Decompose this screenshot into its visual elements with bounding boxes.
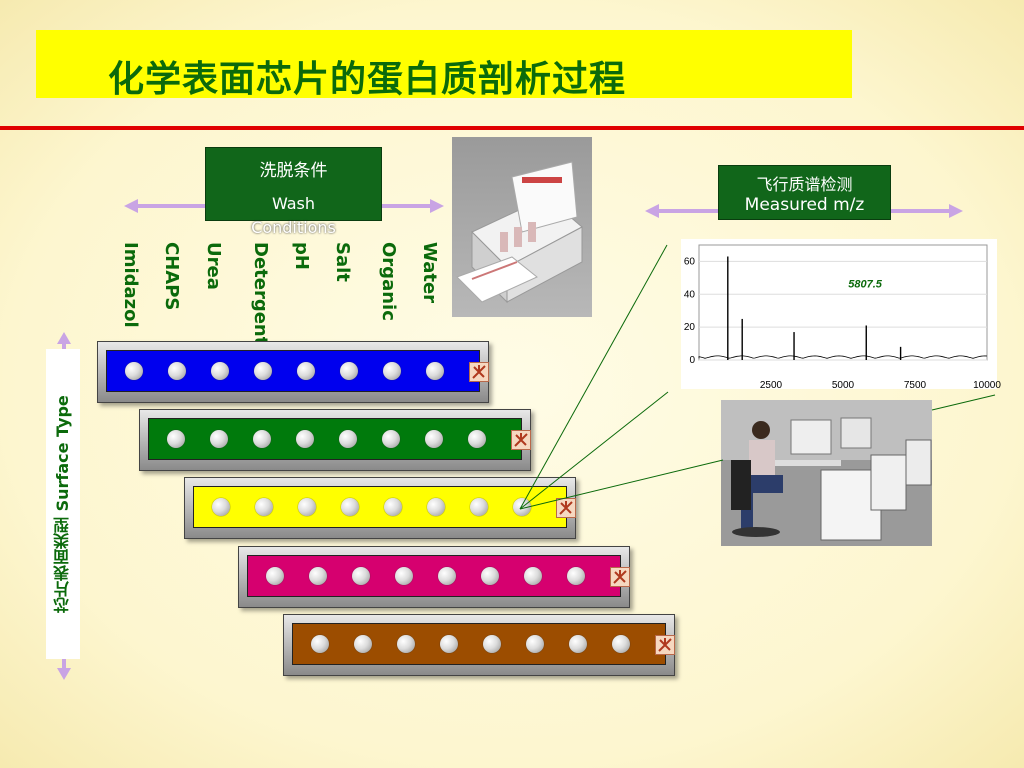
chip-id-icon <box>610 567 630 587</box>
spectrum-svg: 0 20 40 60 2500 5000 7500 10000 5807.5 <box>684 244 1001 391</box>
chip-spot <box>567 567 585 585</box>
y-tick-label: 0 <box>689 355 695 366</box>
chip-surface <box>148 418 531 460</box>
chip-spot <box>352 567 370 585</box>
chip-spot <box>296 430 314 448</box>
chip-id-icon <box>469 362 489 382</box>
chip-spot <box>168 362 186 380</box>
chip-spot <box>438 567 456 585</box>
chip-spot <box>569 635 587 653</box>
chip-spot <box>341 498 359 516</box>
measured-mz-box: 飞行质谱检测 Measured m/z <box>718 165 891 220</box>
chip-surface <box>247 555 630 597</box>
condition-label: Salt <box>332 242 353 282</box>
chip-spot <box>526 635 544 653</box>
protein-chip <box>184 477 576 539</box>
protein-chip <box>238 546 630 608</box>
chip-spot <box>255 498 273 516</box>
protein-chip <box>283 614 675 676</box>
chip-spot <box>524 567 542 585</box>
x-tick-label: 10000 <box>973 380 1001 391</box>
chip-spot <box>254 362 272 380</box>
wash-conditions-box: 洗脱条件 Wash Conditions <box>205 147 382 237</box>
chip-spot <box>266 567 284 585</box>
chip-spot <box>426 362 444 380</box>
chip-spot <box>125 362 143 380</box>
lab-photo <box>721 400 932 546</box>
chip-spot <box>253 430 271 448</box>
condition-label: Imidazol <box>120 242 141 328</box>
chip-spot <box>297 362 315 380</box>
chip-spot <box>210 430 228 448</box>
chip-spot <box>470 498 488 516</box>
condition-label: CHAPS <box>161 242 182 311</box>
protein-chip <box>139 409 531 471</box>
slide-title: 化学表面芯片的蛋白质剖析过程 <box>108 59 627 100</box>
mz-label-cn: 飞行质谱检测 <box>756 175 853 194</box>
title-divider <box>0 126 1024 130</box>
chip-id-icon <box>655 635 675 655</box>
mz-label-en: Measured m/z <box>744 195 865 215</box>
chip-spot <box>212 498 230 516</box>
title-bar <box>36 30 852 98</box>
condition-label: Organic <box>378 242 399 321</box>
chip-spot <box>513 498 531 516</box>
chip-spot <box>427 498 445 516</box>
chip-spot <box>167 430 185 448</box>
chip-spot <box>384 498 402 516</box>
chip-spot <box>382 430 400 448</box>
spectrum-baseline <box>698 355 988 359</box>
chip-spot <box>211 362 229 380</box>
surface-type-panel <box>46 349 80 659</box>
mass-spectrum-chart: 0 20 40 60 2500 5000 7500 10000 5807.5 <box>681 239 1001 391</box>
chip-surface <box>292 623 675 665</box>
chip-spot <box>440 635 458 653</box>
wash-label-en2: Conditions <box>251 218 336 237</box>
chip-spot <box>425 430 443 448</box>
chip-spot <box>340 362 358 380</box>
x-tick-label: 2500 <box>760 380 783 391</box>
chip-spot <box>383 362 401 380</box>
chip-spot <box>483 635 501 653</box>
y-tick-label: 60 <box>684 256 696 267</box>
chip-surface <box>106 350 489 392</box>
y-tick-label: 20 <box>684 322 696 333</box>
chip-spot <box>298 498 316 516</box>
chip-spot <box>612 635 630 653</box>
condition-label: Urea <box>203 242 224 290</box>
protein-chip <box>97 341 489 403</box>
chip-surface <box>193 486 576 528</box>
chip-id-icon <box>511 430 531 450</box>
x-tick-label: 5000 <box>832 380 855 391</box>
condition-label: pH <box>291 242 312 270</box>
chip-spot <box>354 635 372 653</box>
condition-label: Detergent <box>250 242 271 346</box>
surface-type-label: 芯片表面类型 Surface Type <box>53 395 72 613</box>
x-tick-label: 7500 <box>904 380 927 391</box>
peak-annotation: 5807.5 <box>848 279 883 291</box>
chip-spot <box>397 635 415 653</box>
chip-id-icon <box>556 498 576 518</box>
chip-spot <box>311 635 329 653</box>
reagent-kit-photo <box>452 137 592 317</box>
condition-label: Water <box>419 242 440 304</box>
chip-spot <box>395 567 413 585</box>
wash-label-en: Wash <box>271 194 316 213</box>
chip-spot <box>309 567 327 585</box>
chip-spot <box>339 430 357 448</box>
chip-spot <box>481 567 499 585</box>
y-tick-label: 40 <box>684 289 696 300</box>
chip-spot <box>468 430 486 448</box>
wash-label-cn: 洗脱条件 <box>259 161 328 181</box>
